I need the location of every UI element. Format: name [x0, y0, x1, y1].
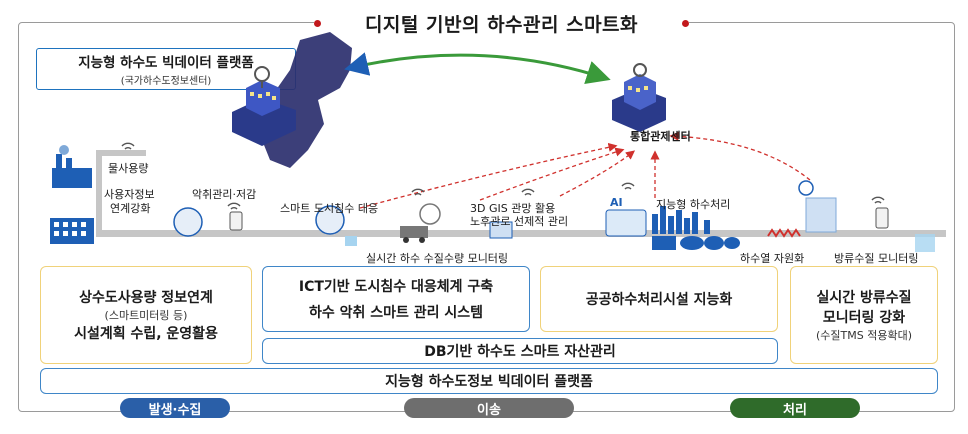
- stage-transport: 이송: [404, 398, 574, 418]
- card-discharge-line1: 실시간 방류수질: [816, 290, 912, 306]
- title-area: 디지털 기반의 하수관리 스마트화: [314, 10, 689, 36]
- title-dot-left: [314, 20, 321, 27]
- realtime-monitor-label: 실시간 하수 수질수량 모니터링: [366, 252, 509, 265]
- card-discharge: 실시간 방류수질 모니터링 강화 (수질TMS 적용확대): [790, 266, 938, 364]
- stage-treatment: 처리: [730, 398, 860, 418]
- ai-label: AI: [610, 196, 623, 209]
- exchange-arrow: [344, 52, 611, 84]
- inspection-vehicle-icon: [400, 203, 441, 243]
- platform-building-icon: [232, 66, 296, 146]
- bigdata-platform-box: 지능형 하수도 빅데이터 플랫폼 (국가하수도정보센터): [36, 48, 296, 90]
- intelligent-treatment-label: 지능형 하수처리: [656, 198, 731, 211]
- water-usage-label: 물사용량: [108, 162, 149, 175]
- discharge-building-icon: [798, 180, 837, 233]
- tms-sensor-icon: [875, 207, 889, 229]
- card-db-asset-text: DB기반 하수도 스마트 자산관리: [424, 344, 616, 360]
- apartment-icon: [50, 218, 94, 244]
- control-center-label: 통합관제센터: [630, 130, 691, 143]
- manhole-sensor-icon: [315, 205, 345, 235]
- smart-meter-icon: [173, 207, 203, 237]
- card-water-usage: 상수도사용량 정보연계 (스마트미터링 등) 시설계획 수립, 운영활용: [40, 266, 252, 364]
- card-treatment: 공공하수처리시설 지능화: [540, 266, 778, 332]
- user-info-label-1: 사용자정보: [104, 188, 155, 201]
- card-water-usage-line2: (스마트미터링 등): [104, 309, 188, 322]
- ai-screen-icon: [605, 209, 647, 237]
- treatment-plant-icon: [652, 206, 740, 250]
- data-flow-arrows: [359, 131, 811, 209]
- heat-icon: [767, 228, 801, 238]
- control-center-building-icon: [612, 63, 666, 132]
- wifi-icons: [121, 142, 885, 210]
- gis-label-1: 3D GIS 관망 활용: [470, 202, 556, 215]
- smart-flood-label: 스마트 도시침수 대응: [280, 202, 379, 215]
- card-ict-flood: ICT기반 도시침수 대응체계 구축 하수 악취 스마트 관리 시스템: [262, 266, 530, 332]
- gis-label-2: 노후관로 선제적 관리: [470, 215, 569, 228]
- factory-icon: [52, 145, 92, 188]
- stage-collection: 발생·수집: [120, 398, 230, 418]
- card-water-usage-line3: 시설계획 수립, 운영활용: [74, 326, 218, 342]
- card-platform-bar: 지능형 하수도정보 빅데이터 플랫폼: [40, 368, 938, 394]
- platform-org: (국가하수도정보센터): [120, 76, 212, 87]
- title-dot-right: [682, 20, 689, 27]
- card-ict-flood-line2: 하수 악취 스마트 관리 시스템: [308, 305, 484, 321]
- heat-resource-label: 하수열 자원화: [740, 252, 805, 265]
- card-db-asset: DB기반 하수도 스마트 자산관리: [262, 338, 778, 364]
- odor-sensor-icon: [229, 211, 243, 231]
- discharge-monitor-label: 방류수질 모니터링: [834, 252, 919, 265]
- user-info-label-2: 연계강화: [110, 202, 151, 215]
- card-discharge-line3: (수질TMS 적용확대): [816, 329, 912, 342]
- card-water-usage-line1: 상수도사용량 정보연계: [79, 290, 213, 306]
- card-discharge-line2: 모니터링 강화: [822, 310, 906, 326]
- gis-icon: [489, 221, 513, 239]
- main-sewer-pipe: [96, 230, 946, 237]
- card-platform-bar-text: 지능형 하수도정보 빅데이터 플랫폼: [385, 374, 593, 390]
- platform-name: 지능형 하수도 빅데이터 플랫폼: [78, 55, 254, 71]
- page-title: 디지털 기반의 하수관리 스마트화: [364, 13, 639, 36]
- card-treatment-line1: 공공하수처리시설 지능화: [585, 292, 733, 308]
- odor-label: 악취관리·저감: [192, 188, 257, 201]
- card-ict-flood-line1: ICT기반 도시침수 대응체계 구축: [298, 279, 494, 295]
